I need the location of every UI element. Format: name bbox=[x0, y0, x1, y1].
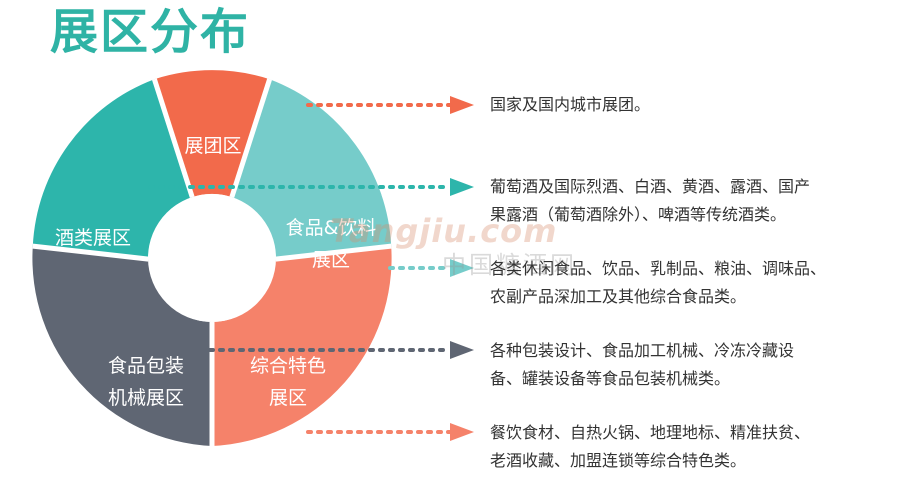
connector-delegation bbox=[306, 96, 474, 114]
segment-label-special-line1: 综合特色 bbox=[249, 355, 327, 377]
description-packaging-line2: 备、罐装设备等食品包装机械类。 bbox=[490, 369, 731, 388]
description-special-line2: 老酒收藏、加盟连锁等综合特色类。 bbox=[490, 451, 747, 470]
segment-label-food-beverage-line2: 展区 bbox=[311, 249, 351, 271]
segment-food-beverage[interactable] bbox=[231, 79, 392, 260]
segment-packaging[interactable] bbox=[32, 246, 212, 446]
description-food-beverage: 各类休闲食品、饮品、乳制品、粮油、调味品、 农副产品深加工及其他综合食品类。 bbox=[490, 255, 890, 311]
description-food-beverage-line2: 农副产品深加工及其他综合食品类。 bbox=[490, 287, 747, 306]
segment-label-packaging-line1: 食品包装 bbox=[107, 355, 185, 377]
segment-liquor[interactable] bbox=[32, 79, 193, 260]
segment-label-special: 综合特色 展区 bbox=[250, 350, 326, 414]
segment-label-packaging-line2: 机械展区 bbox=[107, 387, 185, 409]
segment-label-delegation: 展团区 bbox=[184, 130, 241, 162]
description-special-line1: 餐饮食材、自热火锅、地理地标、精准扶贫、 bbox=[490, 423, 811, 442]
watermark-logo-cn: 中国糖酒网 bbox=[442, 251, 577, 279]
description-packaging: 各种包装设计、食品加工机械、冷冻冷藏设 备、罐装设备等食品包装机械类。 bbox=[490, 337, 890, 393]
page-title: 展区分布 bbox=[50, 4, 251, 60]
segment-special[interactable] bbox=[212, 246, 392, 446]
connector-liquor bbox=[148, 178, 474, 196]
watermark-logo: Tangjiu.com bbox=[330, 212, 558, 250]
description-food-beverage-line1: 各类休闲食品、饮品、乳制品、粮油、调味品、 bbox=[490, 259, 827, 278]
description-delegation-text: 国家及国内城市展团。 bbox=[490, 95, 651, 114]
segment-label-special-line2: 展区 bbox=[268, 387, 308, 409]
description-delegation: 国家及国内城市展团。 bbox=[490, 91, 890, 119]
description-liquor-line2: 果露酒（葡萄酒除外）、啤酒等传统酒类。 bbox=[490, 205, 787, 224]
segment-label-delegation-text: 展团区 bbox=[184, 135, 242, 157]
segment-label-food-beverage: 食品&饮料 展区 bbox=[286, 212, 377, 276]
description-packaging-line1: 各种包装设计、食品加工机械、冷冻冷藏设 bbox=[490, 341, 795, 360]
wheel-center bbox=[148, 194, 276, 322]
connector-food-beverage bbox=[388, 259, 474, 277]
segment-label-packaging: 食品包装 机械展区 bbox=[108, 350, 184, 414]
connector-special bbox=[306, 423, 474, 441]
description-liquor-line1: 葡萄酒及国际烈酒、白酒、黄酒、露酒、国产 bbox=[490, 177, 811, 196]
connector-packaging bbox=[208, 341, 474, 359]
segment-label-liquor-text: 酒类展区 bbox=[54, 227, 132, 249]
description-special: 餐饮食材、自热火锅、地理地标、精准扶贫、 老酒收藏、加盟连锁等综合特色类。 bbox=[490, 419, 890, 475]
segment-label-food-beverage-line1: 食品&饮料 bbox=[285, 217, 377, 239]
segment-label-liquor: 酒类展区 bbox=[55, 222, 131, 254]
description-liquor: 葡萄酒及国际烈酒、白酒、黄酒、露酒、国产 果露酒（葡萄酒除外）、啤酒等传统酒类。 bbox=[490, 173, 890, 229]
